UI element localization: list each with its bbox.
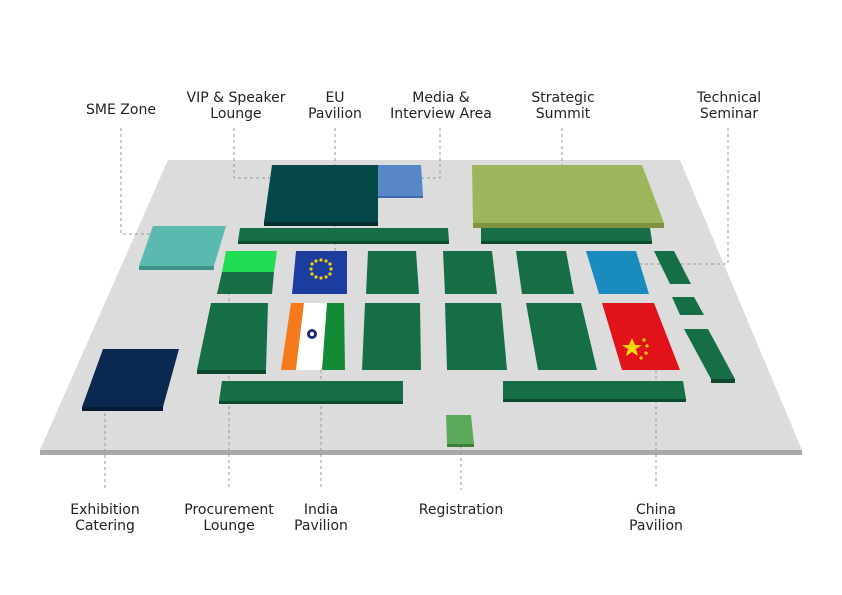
registration-side [447, 444, 474, 447]
booth-strip-bottom-left-side [219, 401, 403, 404]
label-media-area-line1: Media & [412, 90, 470, 106]
booth-row2-2 [443, 251, 497, 294]
vip-lounge-block [264, 165, 378, 222]
label-media-area-line2: Interview Area [390, 106, 492, 122]
label-sme-zone: SME Zone [86, 102, 156, 118]
strategic-summit-block [472, 165, 664, 223]
booth-row3-left-side [197, 370, 266, 374]
label-china-pavilion-line2: Pavilion [629, 518, 683, 534]
booth-strip-bottom-right-side [503, 399, 686, 402]
booth-strip-bottom-right [503, 381, 686, 399]
booth-strip-bottom-left [219, 381, 403, 401]
booth-row3-4 [526, 303, 597, 370]
label-eu-pavilion: EU Pavilion [308, 90, 362, 122]
label-exhibition-catering-line2: Catering [75, 518, 135, 534]
booth-small-right-1 [654, 251, 691, 284]
eu-flag-icon [292, 251, 347, 294]
label-vip-lounge: VIP & Speaker Lounge [187, 90, 286, 122]
label-vip-lounge-line1: VIP & Speaker [186, 90, 286, 106]
booth-strip-top-left-side [238, 241, 449, 244]
booth-row3-2 [362, 303, 421, 370]
media-area-block [378, 165, 423, 196]
booth-row2-3 [516, 251, 574, 294]
vip-lounge-side [264, 222, 378, 226]
label-china-pavilion-line1: China [635, 502, 676, 518]
booth-right-tall-side [711, 379, 735, 383]
booth-procurement-lower [217, 272, 274, 294]
exhibition-floor-edge [40, 450, 802, 455]
booth-row3-left [197, 303, 268, 370]
label-india-pavilion-line2: Pavilion [294, 518, 348, 534]
label-eu-pavilion-line2: Pavilion [308, 106, 362, 122]
technical-seminar-block [586, 251, 649, 294]
media-area-side [378, 196, 423, 198]
label-sme-zone-line1: SME Zone [86, 102, 156, 118]
booth-strip-top-left [238, 228, 449, 241]
registration-block [446, 415, 474, 444]
leader-line-vip-lounge [233, 128, 290, 179]
label-strategic-summit: Strategic Summit [531, 90, 594, 122]
label-registration: Registration [419, 502, 503, 518]
label-vip-lounge-line2: Lounge [210, 106, 262, 122]
label-india-pavilion: India Pavilion [294, 502, 348, 534]
sme-zone-side [139, 266, 214, 270]
label-eu-pavilion-line1: EU [325, 90, 345, 106]
label-technical-seminar: Technical Seminar [697, 90, 761, 122]
sme-zone-block [139, 226, 226, 266]
booth-row2-1 [366, 251, 419, 294]
label-media-area: Media & Interview Area [390, 90, 492, 122]
india-flag-icon [281, 303, 345, 370]
booth-strip-top-right [481, 228, 652, 241]
booth-row3-3 [445, 303, 507, 370]
exhibition-catering-side [82, 407, 163, 411]
booth-strip-top-right-side [481, 241, 652, 244]
label-strategic-summit-line1: Strategic [531, 90, 595, 106]
exhibition-catering-block [82, 349, 179, 407]
label-technical-seminar-line2: Seminar [699, 106, 759, 122]
booth-small-right-2 [672, 297, 704, 315]
label-registration-line1: Registration [418, 502, 504, 518]
label-technical-seminar-line1: Technical [696, 90, 762, 106]
label-exhibition-catering: Exhibition Catering [70, 502, 140, 534]
booth-right-tall [684, 329, 735, 379]
label-procurement-lounge-line1: Procurement [184, 502, 274, 518]
label-procurement-lounge-line2: Lounge [203, 518, 255, 534]
label-india-pavilion-line1: India [303, 502, 339, 518]
strategic-summit-side [473, 223, 664, 228]
label-strategic-summit-line2: Summit [535, 106, 591, 122]
label-exhibition-catering-line1: Exhibition [70, 502, 140, 518]
procurement-lounge-block [222, 251, 277, 272]
leader-line-media-area [392, 128, 441, 179]
china-flag-icon [602, 303, 680, 370]
label-procurement-lounge: Procurement Lounge [184, 502, 273, 534]
label-china-pavilion: China Pavilion [629, 502, 683, 534]
